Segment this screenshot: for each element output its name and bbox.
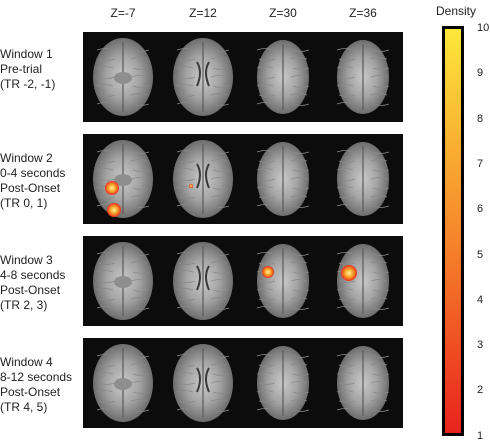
- column-header-z36: Z=36: [349, 6, 377, 20]
- brain-slice-image: [256, 244, 310, 318]
- column-header-z-minus7: Z=-7: [110, 6, 136, 20]
- slice-cell: [83, 32, 163, 122]
- colorbar-title: Density: [436, 4, 477, 18]
- slice-cell: [243, 338, 323, 428]
- brain-slice-image: [256, 40, 310, 114]
- row-label-window-1: Window 1 Pre-trial (TR -2, -1): [0, 47, 56, 91]
- slice-cell: [323, 134, 403, 224]
- colorbar-tick: 8: [477, 112, 484, 125]
- brain-panel-window-2: [83, 134, 403, 224]
- brain-slice-image: [336, 244, 390, 318]
- colorbar-tick: 1: [477, 429, 484, 442]
- colorbar-tick: 9: [477, 67, 484, 80]
- activation-blob: [262, 266, 274, 278]
- brain-slice-image: [93, 38, 153, 116]
- brain-panel-window-3: [83, 236, 403, 326]
- slice-cell: [163, 32, 243, 122]
- brain-slice-image: [336, 346, 390, 420]
- slice-cell: [323, 338, 403, 428]
- activation-blob: [107, 203, 121, 217]
- brain-slice-image: [336, 142, 390, 216]
- brain-slice-image: [93, 140, 153, 218]
- brain-panel-window-1: [83, 32, 403, 122]
- row-label-window-4: Window 4 8-12 seconds Post-Onset (TR 4, …: [0, 355, 73, 414]
- activation-blob: [341, 265, 357, 281]
- slice-cell: [243, 236, 323, 326]
- colorbar-tick: 7: [477, 157, 484, 170]
- brain-slice-image: [173, 242, 233, 320]
- activation-blob: [189, 184, 193, 188]
- brain-slice-image: [93, 344, 153, 422]
- brain-slice-image: [173, 344, 233, 422]
- slice-cell: [323, 236, 403, 326]
- brain-slice-image: [336, 40, 390, 114]
- slice-cell: [163, 134, 243, 224]
- column-header-z30: Z=30: [269, 6, 297, 20]
- brain-slice-image: [256, 346, 310, 420]
- row-label-window-3: Window 3 4-8 seconds Post-Onset (TR 2, 3…: [0, 253, 66, 312]
- slice-cell: [163, 338, 243, 428]
- slice-cell: [323, 32, 403, 122]
- colorbar-tick: 6: [477, 203, 484, 216]
- slice-cell: [83, 134, 163, 224]
- brain-panel-window-4: [83, 338, 403, 428]
- column-header-z12: Z=12: [189, 6, 217, 20]
- brain-slice-image: [173, 38, 233, 116]
- brain-slice-image: [93, 242, 153, 320]
- colorbar-tick: 5: [477, 248, 484, 261]
- slice-cell: [243, 32, 323, 122]
- brain-slice-image: [256, 142, 310, 216]
- slice-cell: [163, 236, 243, 326]
- colorbar-tick: 4: [477, 293, 484, 306]
- slice-cell: [243, 134, 323, 224]
- slice-cell: [83, 236, 163, 326]
- activation-blob: [105, 181, 119, 195]
- slice-cell: [83, 338, 163, 428]
- density-colorbar: [442, 26, 464, 436]
- colorbar-tick: 3: [477, 339, 484, 352]
- colorbar-tick: 2: [477, 384, 484, 397]
- row-label-window-2: Window 2 0-4 seconds Post-Onset (TR 0, 1…: [0, 151, 66, 210]
- brain-slice-image: [173, 140, 233, 218]
- colorbar-tick: 10: [477, 22, 490, 34]
